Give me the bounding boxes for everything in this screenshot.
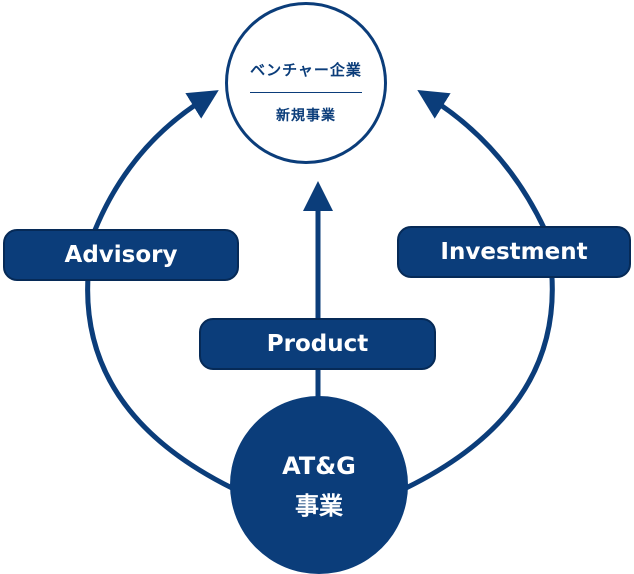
advisory-label: Advisory [3, 229, 239, 281]
right-curved-arrow [404, 90, 555, 491]
venture-label: ベンチャー企業 [250, 61, 362, 79]
new-business-label: 新規事業 [276, 108, 336, 124]
investment-label: Investment [397, 226, 631, 278]
business-label: 事業 [295, 492, 343, 520]
left-curved-arrow [85, 90, 234, 491]
node-divider [250, 92, 362, 93]
product-label: Product [199, 318, 436, 370]
atg-label: AT&G [282, 452, 356, 480]
venture-new-business-node: ベンチャー企業 新規事業 [225, 2, 387, 164]
atg-business-node: AT&G 事業 [230, 396, 408, 574]
